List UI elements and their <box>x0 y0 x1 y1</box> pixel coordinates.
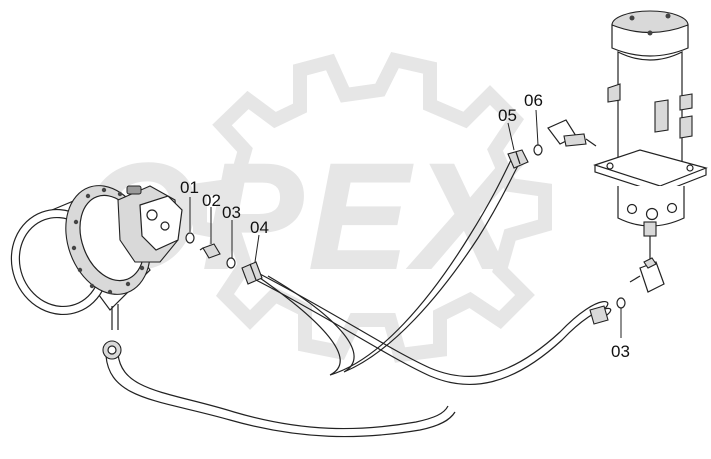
swivel-port-upper-2 <box>679 93 693 111</box>
leader-04 <box>254 234 260 263</box>
callout-05: 05 <box>498 106 517 125</box>
leader-05 <box>507 122 515 151</box>
swivel-port-upper-3 <box>654 99 669 133</box>
fitting-03-oring-left <box>226 257 236 269</box>
hose-end-05 <box>507 149 529 169</box>
callout-labels: 01 02 03 04 05 06 03 <box>180 91 630 361</box>
flange-hole-left <box>606 162 614 170</box>
lower-port-3 <box>666 202 678 214</box>
elbow-fitting-lower <box>629 257 665 293</box>
callout-03-left: 03 <box>222 203 241 222</box>
leader-lines <box>189 109 622 338</box>
swivel-joint <box>593 10 708 262</box>
callout-06: 06 <box>524 91 543 110</box>
motor-lower-stub <box>111 304 119 330</box>
swivel-port-upper-1 <box>607 83 621 103</box>
callout-04: 04 <box>250 218 269 237</box>
callout-03-right: 03 <box>611 342 630 361</box>
swivel-cap-side <box>611 24 689 57</box>
fitting-03-oring-right <box>616 297 626 309</box>
hose-end-04 <box>241 261 263 285</box>
fitting-06-oring <box>533 144 543 156</box>
leader-06 <box>535 109 539 146</box>
motor-plug <box>126 185 142 195</box>
hose-end-lower-right <box>589 305 609 325</box>
lower-port-2 <box>645 207 659 221</box>
callout-02: 02 <box>202 191 221 210</box>
motor-port-top <box>146 209 158 221</box>
swivel-bottom-stub <box>643 221 657 237</box>
travel-motor <box>10 185 183 330</box>
motor-port-mid <box>160 221 170 231</box>
watermark-gear <box>193 51 552 363</box>
hose-lower <box>102 340 456 438</box>
fitting-02-adapter <box>199 243 221 259</box>
motor-valve-block <box>139 195 183 251</box>
callout-01: 01 <box>180 178 199 197</box>
elbow-fitting-upper <box>547 119 597 147</box>
cap-bolts <box>629 13 671 36</box>
fitting-01-oring <box>185 232 195 244</box>
swivel-port-upper-4 <box>679 115 693 139</box>
lower-port-1 <box>626 203 638 215</box>
flange-hole-right <box>686 164 694 172</box>
